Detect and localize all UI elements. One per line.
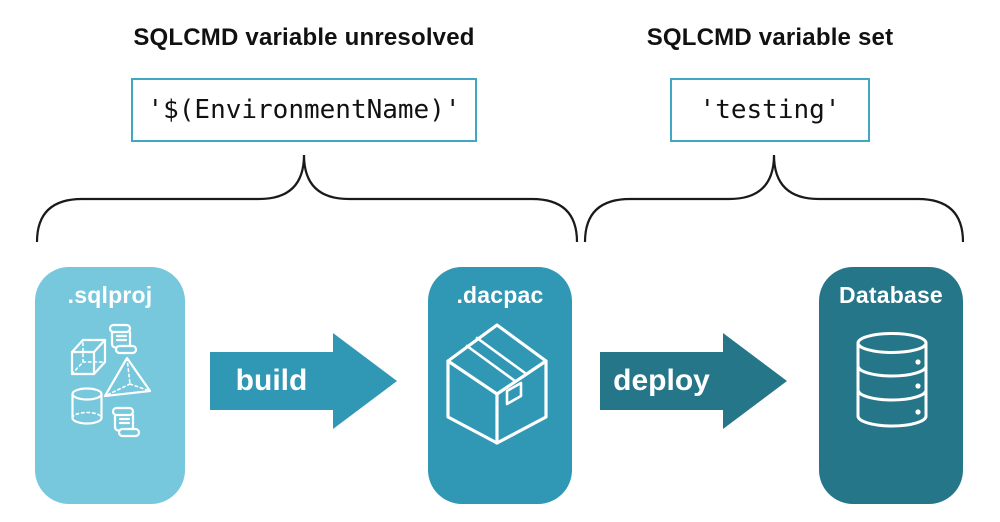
dacpac-card: .dacpac <box>428 267 572 504</box>
database-cylinder-icon <box>856 332 928 428</box>
sqlproj-card: .sqlproj <box>35 267 185 504</box>
unresolved-variable-code: '$(EnvironmentName)' <box>147 95 461 125</box>
pyramid-icon <box>103 356 152 398</box>
dacpac-card-label: .dacpac <box>456 282 544 308</box>
cube-icon <box>70 338 107 376</box>
database-card-label: Database <box>839 282 943 308</box>
deploy-arrow-icon <box>600 333 787 429</box>
scroll-icon <box>108 323 138 355</box>
build-arrow-label: build <box>235 364 308 397</box>
resolved-variable-code-box: 'testing' <box>670 78 870 142</box>
unresolved-variable-code-box: '$(EnvironmentName)' <box>131 78 477 142</box>
sqlproj-card-label: .sqlproj <box>67 282 153 308</box>
database-card: Database <box>819 267 963 504</box>
right-curly-brace-icon <box>583 154 965 243</box>
deploy-arrow-label: deploy <box>613 364 710 397</box>
scroll-icon <box>111 406 141 438</box>
package-box-icon <box>446 323 548 445</box>
cylinder-icon <box>71 387 103 425</box>
sql-objects-icons <box>70 323 152 438</box>
right-section-title: SQLCMD variable set <box>646 24 894 51</box>
build-arrow-icon <box>210 333 397 429</box>
resolved-variable-code: 'testing' <box>699 95 841 125</box>
left-section-title: SQLCMD variable unresolved <box>133 24 475 51</box>
left-curly-brace-icon <box>35 154 579 243</box>
